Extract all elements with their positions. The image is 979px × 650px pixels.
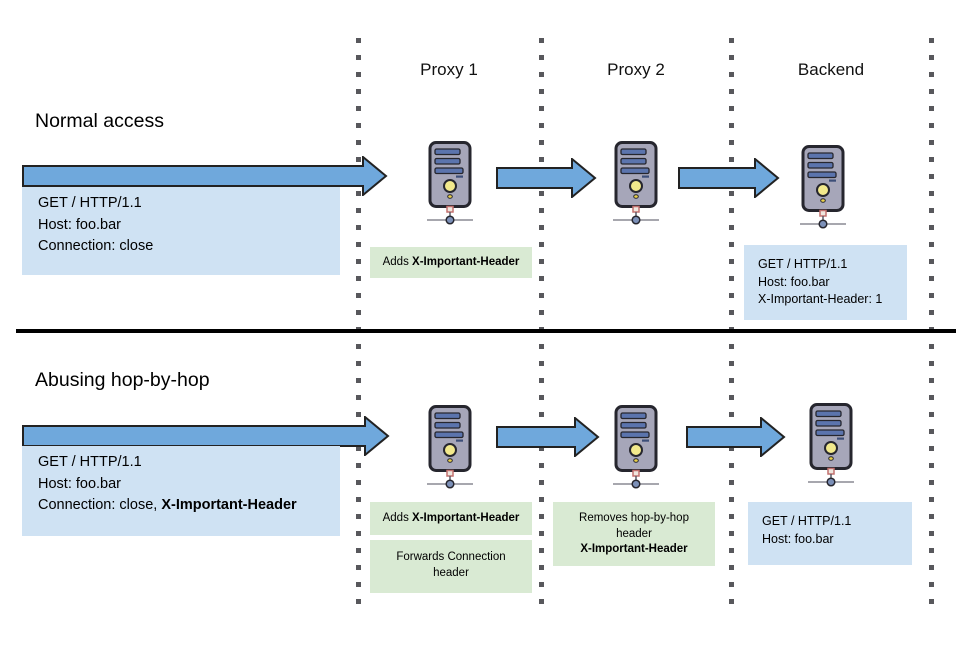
request-line: X-Important-Header: 1 (758, 292, 883, 306)
dotted-separator-3 (729, 38, 734, 606)
abuse-section-title: Abusing hop-by-hop (35, 369, 210, 391)
tower-server-icon (427, 141, 473, 225)
tower-server-icon (808, 403, 854, 487)
request-line: GET / HTTP/1.1 (38, 454, 142, 470)
action-text: Adds X-Important-Header (382, 511, 520, 524)
request-line: Host: foo.bar (758, 274, 830, 289)
action-text: Forwards Connection header (396, 551, 506, 579)
request-line: Connection: close (38, 238, 154, 254)
request-box-abuse-client: GET / HTTP/1.1 Host: foo.bar Connection:… (22, 446, 340, 536)
action-text: Adds X-Important-Header (382, 255, 520, 268)
action-box-proxy2-removes-header: Removes hop-by-hop header X-Important-He… (553, 502, 715, 566)
dotted-separator-4 (929, 38, 934, 606)
action-box-proxy1-forwards-connection: Forwards Connection header (370, 540, 532, 593)
request-arrow-icon (496, 158, 597, 198)
column-header-proxy-1: Proxy 1 (420, 60, 478, 79)
request-line: GET / HTTP/1.1 (38, 195, 142, 211)
dotted-separator-1 (356, 38, 361, 606)
request-arrow-icon (678, 158, 780, 198)
normal-section-title: Normal access (35, 110, 164, 132)
request-arrow-icon (496, 417, 600, 457)
request-arrow-icon (686, 417, 786, 457)
request-line: Host: foo.bar (38, 216, 122, 233)
request-box-abuse-backend: GET / HTTP/1.1 Host: foo.bar (748, 502, 912, 565)
action-text-bold: X-Important-Header (580, 543, 688, 555)
request-box-normal-backend: GET / HTTP/1.1 Host: foo.bar X-Important… (744, 245, 907, 320)
request-line: GET / HTTP/1.1 (762, 514, 852, 528)
section-divider (16, 329, 956, 333)
tower-server-icon (800, 145, 846, 229)
tower-server-icon (613, 405, 659, 489)
request-box-normal-client: GET / HTTP/1.1 Host: foo.bar Connection:… (22, 187, 340, 275)
action-text: Removes hop-by-hop header (579, 512, 689, 540)
request-line: Host: foo.bar (762, 531, 834, 546)
column-header-backend: Backend (797, 60, 865, 79)
action-box-proxy1-adds-header: Adds X-Important-Header (370, 247, 532, 278)
request-arrow-icon (22, 156, 388, 196)
request-line: GET / HTTP/1.1 (758, 257, 848, 271)
request-line: Connection: close, X-Important-Header (38, 497, 297, 513)
action-box-proxy1-adds-header: Adds X-Important-Header (370, 502, 532, 535)
column-header-proxy-2: Proxy 2 (607, 60, 665, 79)
request-line: Host: foo.bar (38, 475, 122, 492)
tower-server-icon (613, 141, 659, 225)
dotted-separator-2 (539, 38, 544, 606)
tower-server-icon (427, 405, 473, 489)
